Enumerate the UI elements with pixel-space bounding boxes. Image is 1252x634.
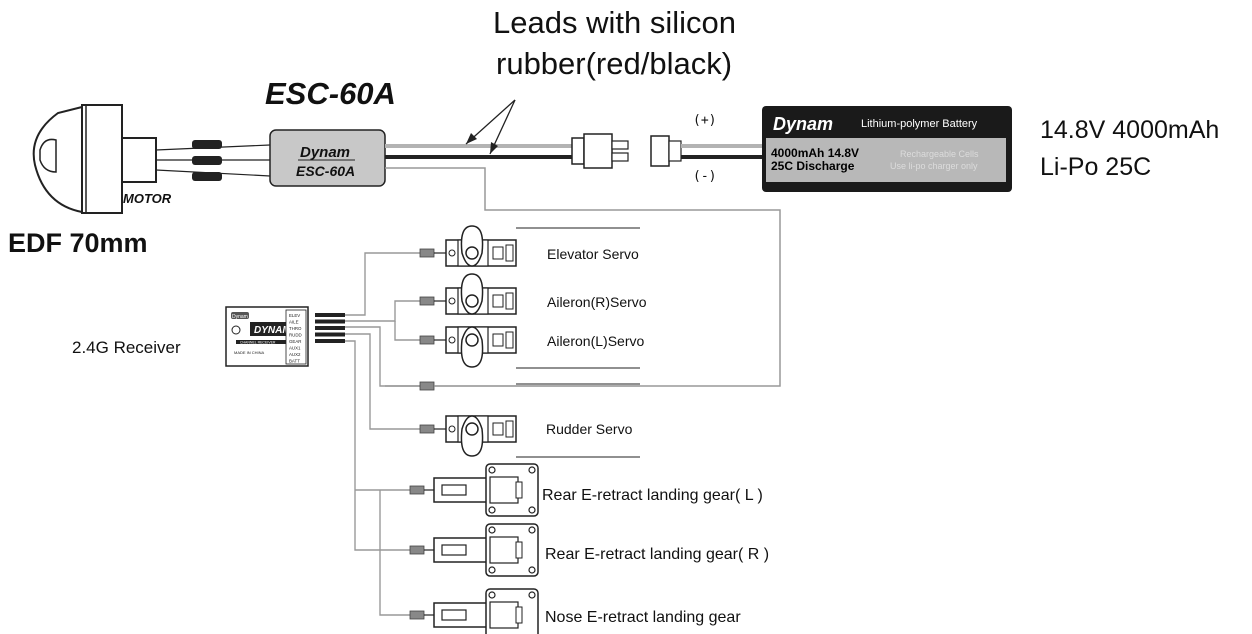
nose-gear-label: Nose E-retract landing gear (545, 609, 741, 626)
retract-gear-nose (409, 588, 539, 634)
receiver-brand: DYNAM (254, 325, 291, 336)
leads-label-line2: rubber(red/black) (496, 46, 732, 81)
throttle-connector (419, 381, 435, 391)
receiver-made-in: MADE IN CHINA (234, 350, 265, 355)
channel-label: AILE (289, 320, 299, 325)
aileron-right-servo-label: Aileron(R)Servo (547, 294, 647, 310)
plus-label: (+) (693, 113, 716, 128)
battery-note1: Rechargeable Cells (900, 149, 979, 159)
leads-label-line1: Leads with silicon (493, 5, 736, 40)
channel-label: AUX2 (289, 352, 301, 357)
battery-type: Lithium-polymer Battery (861, 118, 978, 130)
receiver-wiring (345, 252, 420, 616)
channel-label: AUX1 (289, 346, 301, 351)
rudder-servo-label: Rudder Servo (546, 421, 633, 437)
battery-note2: Use li-po charger only (890, 161, 978, 171)
servo-aileron-left (419, 326, 640, 369)
esc-title: ESC-60A (265, 76, 396, 111)
receiver-channels: ELEV AILE THRO RUDD GEAR AUX1 AUX2 BATT (289, 313, 302, 364)
servo-elevator (419, 225, 640, 267)
battery-connector (650, 135, 762, 167)
channel-label: RUDD (289, 333, 302, 338)
rear-right-gear-label: Rear E-retract landing gear( R ) (545, 546, 769, 563)
receiver-pins (315, 313, 345, 343)
elevator-servo-label: Elevator Servo (547, 246, 639, 262)
esc-throttle-wire (385, 167, 781, 387)
retract-gear-rear-left (409, 463, 539, 517)
minus-label: (-) (693, 169, 716, 184)
servo-rudder (419, 383, 640, 458)
motor-label: MOTOR (123, 191, 172, 206)
edf-label: EDF 70mm (8, 228, 148, 258)
battery-capacity: 4000mAh 14.8V (771, 146, 859, 160)
esc-connector (571, 133, 629, 169)
retract-gear-rear-right (409, 523, 539, 577)
receiver-mini-logo: Dynam (232, 314, 248, 320)
battery-discharge: 25C Discharge (771, 159, 855, 173)
receiver-name: CHANNEL RECEIVER (240, 340, 276, 344)
battery-label-panel (766, 138, 1006, 182)
battery-brand: Dynam (773, 114, 833, 134)
battery-spec-line2: Li-Po 25C (1040, 153, 1151, 181)
battery-spec-line1: 14.8V 4000mAh (1040, 116, 1219, 144)
servo-aileron-right (419, 273, 517, 315)
rear-left-gear-label: Rear E-retract landing gear( L ) (542, 487, 763, 504)
channel-label: ELEV (289, 313, 300, 318)
edf-motor (32, 104, 271, 214)
aileron-left-servo-label: Aileron(L)Servo (547, 333, 644, 349)
channel-label: BATT (289, 359, 300, 364)
channel-label: GEAR (289, 339, 301, 344)
channel-label: THRO (289, 326, 302, 331)
receiver-label: 2.4G Receiver (72, 338, 181, 357)
esc-model: ESC-60A (296, 163, 355, 179)
esc-brand: Dynam (300, 144, 350, 161)
